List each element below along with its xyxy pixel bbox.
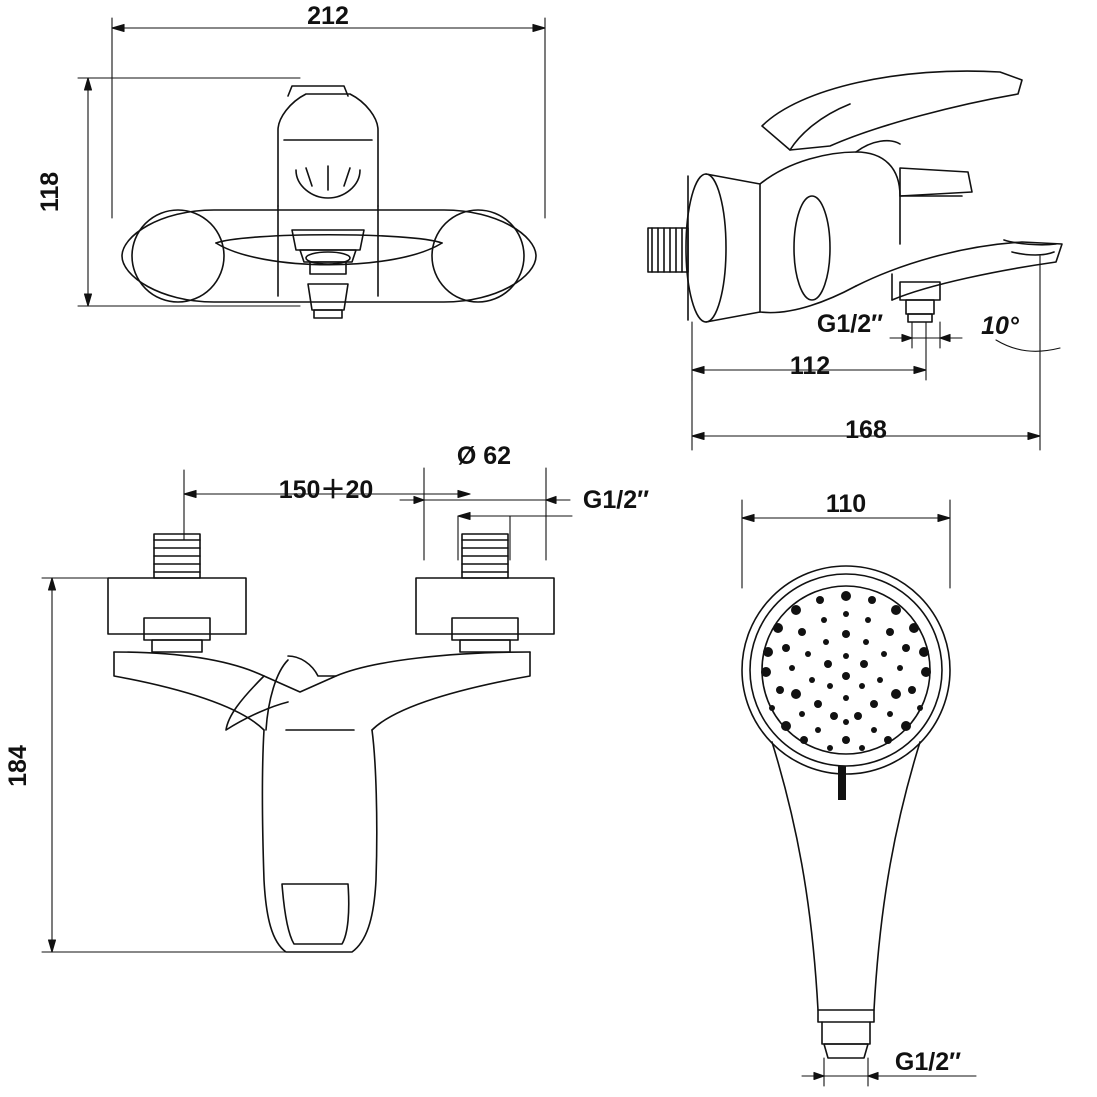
handshower-geometry <box>741 499 977 1087</box>
dim-label-150-20: 150＋20 <box>279 476 374 504</box>
spray-holes <box>761 591 931 751</box>
dim-label-184: 184 <box>4 745 32 787</box>
dim-label-110: 110 <box>826 490 866 518</box>
dim-label-g12-top: G1/2″ <box>583 486 649 514</box>
dim-label-212: 212 <box>307 2 349 30</box>
dim-label-118: 118 <box>36 172 64 212</box>
dim-label-g12-side: G1/2″ <box>817 310 883 338</box>
front-view-geometry <box>77 17 546 319</box>
dim-label-168: 168 <box>845 416 887 444</box>
top-view-geometry <box>41 467 573 953</box>
side-view-geometry <box>647 70 1063 451</box>
dim-label-g12-shower: G1/2″ <box>895 1048 961 1076</box>
dim-label-diameter-62: Ø 62 <box>457 442 511 470</box>
dim-label-10-degrees: 10° <box>981 312 1020 340</box>
dim-label-112: 112 <box>790 352 830 380</box>
